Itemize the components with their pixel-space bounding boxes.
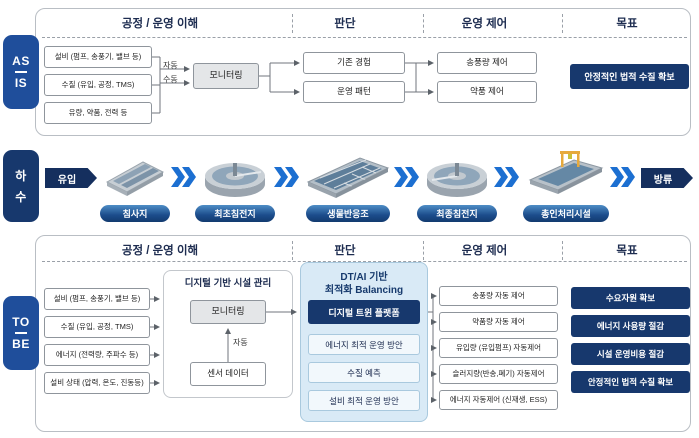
- inflow-label: 유입: [45, 168, 97, 188]
- asis-judgment-experience: 기존 경험: [303, 52, 405, 74]
- asis-header-control: 운영 제어: [461, 18, 508, 30]
- asis-input-flow-chem-power: 유량, 약품, 전력 등: [44, 102, 152, 124]
- tobe-auto-label: 자동: [233, 338, 248, 347]
- stage-label-grit-chamber: 침사지: [100, 205, 170, 222]
- tobe-header-judgment: 판단: [334, 245, 356, 257]
- asis-mode-auto-label: 자동: [163, 61, 178, 70]
- asis-side-label: AS IS: [3, 35, 39, 109]
- flow-side-label-top: 하: [15, 169, 27, 183]
- tobe-monitoring-box: 모니터링: [190, 300, 266, 324]
- bioreactor-image: [304, 148, 392, 205]
- asis-header-rule: [42, 37, 687, 38]
- tobe-control-chemical: 약품량 자동 제어: [439, 312, 558, 332]
- final-clarifier-image: [424, 150, 490, 205]
- tobe-goal-water-quality: 안정적인 법적 수질 확보: [571, 371, 690, 393]
- asis-side-label-divider: [15, 71, 27, 73]
- tobe-input-equipment-status: 설비 상태 (압력, 온도, 진동등): [44, 372, 150, 394]
- flow-arrow-icon: [394, 167, 420, 192]
- tobe-side-label-divider: [15, 332, 27, 334]
- stage-label-bioreactor: 생물반응조: [306, 205, 390, 222]
- flow-side-label: 하 수: [3, 150, 39, 222]
- asis-header-separator: [423, 14, 424, 33]
- tobe-goal-energy-saving: 에너지 사용량 절감: [571, 315, 690, 337]
- stage-label-phosphorus-treatment: 총인처리시설: [523, 205, 609, 222]
- tobe-header-separator: [562, 241, 563, 260]
- asis-side-label-top: AS: [12, 54, 30, 68]
- stage-label-primary-clarifier: 최초침전지: [195, 205, 275, 222]
- asis-monitoring-box: 모니터링: [193, 63, 259, 89]
- asis-control-chemical: 약품 제어: [437, 81, 537, 103]
- stage-label-final-clarifier: 최종침전지: [417, 205, 497, 222]
- tobe-header-goal: 목표: [616, 245, 638, 257]
- tobe-control-energy: 에너지 자동제어 (신재생, ESS): [439, 390, 558, 410]
- asis-control-blower: 송풍량 제어: [437, 52, 537, 74]
- tobe-control-sludge: 슬러지량(반송,폐기) 자동제어: [439, 364, 558, 384]
- flow-side-label-bottom: 수: [15, 190, 27, 204]
- tobe-input-energy: 에너지 (전력량, 주파수 등): [44, 344, 150, 366]
- tobe-control-inflow: 유입량 (유입펌프) 자동제어: [439, 338, 558, 358]
- tobe-header-rule: [42, 261, 687, 262]
- flow-arrow-icon: [610, 167, 636, 192]
- grit-chamber-image: [103, 152, 167, 205]
- tobe-side-label-top: TO: [12, 315, 30, 329]
- outflow-label: 방류: [641, 168, 693, 188]
- tobe-header-separator: [423, 241, 424, 260]
- digital-facility-management-title: 디지털 기반 시설 관리: [184, 278, 272, 289]
- asis-header-judgment: 판단: [334, 18, 356, 30]
- asis-header-process: 공정 / 운영 이해: [121, 18, 199, 30]
- asis-judgment-pattern: 운영 패턴: [303, 81, 405, 103]
- digital-twin-platform-button: 디지털 트윈 플랫폼: [308, 300, 420, 324]
- tobe-input-equipment: 설비 (펌프, 송풍기, 밸브 등): [44, 288, 150, 310]
- asis-mode-manual-label: 수동: [163, 75, 178, 84]
- sensor-data-box: 센서 데이터: [190, 362, 266, 386]
- asis-goal-button: 안정적인 법적 수질 확보: [570, 64, 689, 89]
- asis-side-label-bottom: IS: [14, 76, 28, 90]
- asis-header-separator: [562, 14, 563, 33]
- dtai-title-line2: 최적화 Balancing: [324, 285, 404, 296]
- phosphorus-treatment-image: [526, 148, 606, 205]
- asis-input-equipment: 설비 (펌프, 송풍기, 밸브 등): [44, 46, 152, 68]
- asis-header-separator: [292, 14, 293, 33]
- tobe-side-label-bottom: BE: [12, 337, 30, 351]
- tobe-header-process: 공정 / 운영 이해: [121, 245, 199, 257]
- tobe-header-control: 운영 제어: [461, 245, 508, 257]
- tobe-header-separator: [292, 241, 293, 260]
- asis-header-goal: 목표: [616, 18, 638, 30]
- tobe-goal-demand-resource: 수요자원 확보: [571, 287, 690, 309]
- primary-clarifier-image: [202, 150, 268, 205]
- tobe-input-water-quality: 수질 (유입, 공정, TMS): [44, 316, 150, 338]
- flow-arrow-icon: [494, 167, 520, 192]
- dtai-item-water-prediction: 수질 예측: [308, 362, 420, 383]
- dtai-title-line1: DT/AI 기반: [340, 272, 388, 283]
- dtai-item-energy-plan: 에너지 최적 운영 방안: [308, 334, 420, 355]
- tobe-side-label: TO BE: [3, 296, 39, 370]
- flow-arrow-icon: [274, 167, 300, 192]
- asis-input-water-quality: 수질 (유입, 공정, TMS): [44, 74, 152, 96]
- tobe-goal-cost-saving: 시설 운영비용 절감: [571, 343, 690, 365]
- tobe-control-blower: 송풍량 자동 제어: [439, 286, 558, 306]
- dtai-item-equipment-plan: 설비 최적 운영 방안: [308, 390, 420, 411]
- flow-arrow-icon: [171, 167, 197, 192]
